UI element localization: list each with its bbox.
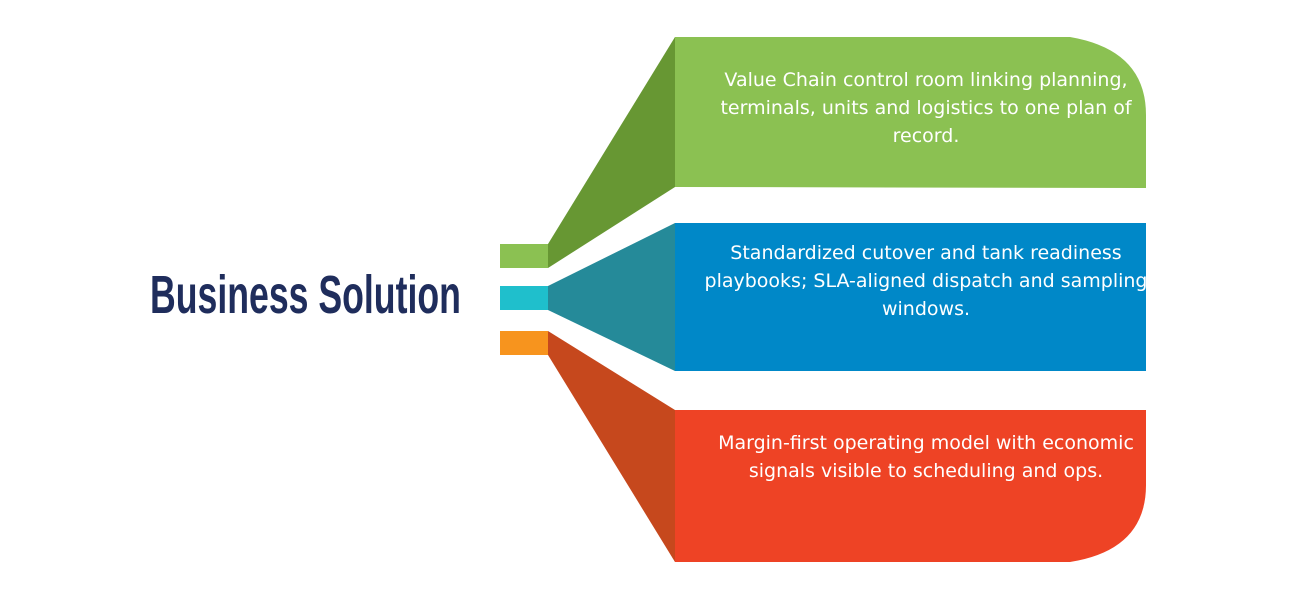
tab-orange	[500, 331, 548, 355]
box-red	[675, 410, 1146, 562]
connector-green	[548, 37, 675, 268]
item-text-3: Margin-first operating model with econom…	[718, 432, 1134, 482]
tab-green	[500, 244, 548, 268]
page-title: Business Solution	[150, 265, 461, 325]
item-text-1: Value Chain control room linking plannin…	[720, 69, 1132, 147]
box-blue	[675, 223, 1146, 371]
box-green	[675, 37, 1146, 188]
connector-red	[548, 331, 675, 562]
item-text-2: Standardized cutover and tank readiness …	[704, 242, 1148, 320]
connector-blue	[548, 223, 675, 371]
tab-teal	[500, 286, 548, 310]
